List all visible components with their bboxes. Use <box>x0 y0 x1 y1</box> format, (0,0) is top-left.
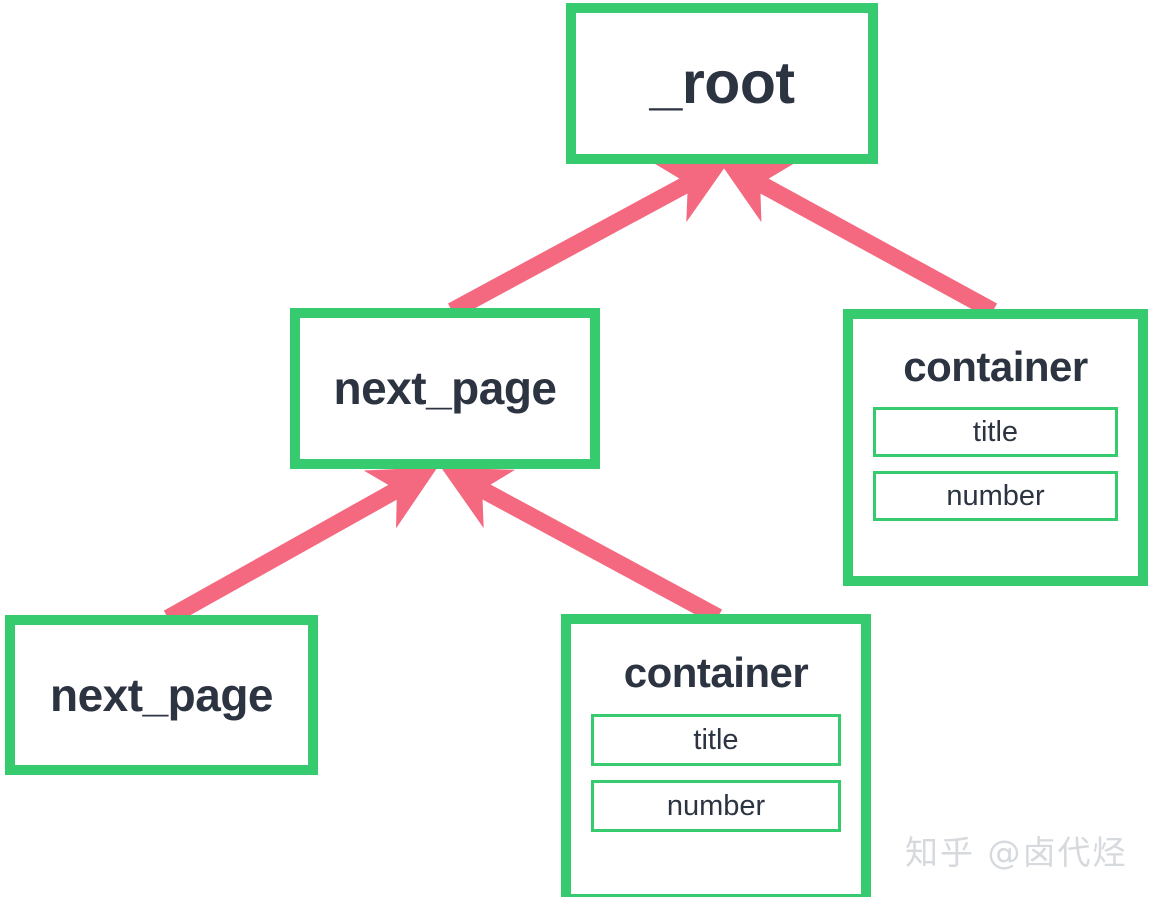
node-next-page-level2-label: next_page <box>333 362 557 415</box>
node-container-level3-label: container <box>623 649 809 696</box>
node-container-level3[interactable]: container title number <box>561 614 871 897</box>
field-title[interactable]: title <box>873 407 1118 458</box>
field-number[interactable]: number <box>873 471 1118 522</box>
node-next-page-level3[interactable]: next_page <box>5 615 318 775</box>
watermark: 知乎 @卤代烃 <box>905 833 1128 872</box>
node-next-page-level2[interactable]: next_page <box>290 308 600 469</box>
edge-next-page-2-to-next-page-1 <box>163 467 438 626</box>
node-container-level2-label: container <box>903 343 1088 390</box>
node-root-label: _root <box>649 49 796 116</box>
node-container-level2[interactable]: container title number <box>843 309 1148 586</box>
node-container-level2-fields: title number <box>853 407 1138 522</box>
edge-container-1-to-root <box>719 161 998 319</box>
edge-container-2-to-next-page-1 <box>441 467 723 625</box>
edge-next-page-1-to-root <box>447 161 729 319</box>
node-container-level3-fields: title number <box>571 714 861 833</box>
field-number[interactable]: number <box>591 780 841 833</box>
field-title[interactable]: title <box>591 714 841 767</box>
node-root[interactable]: _root <box>566 3 878 164</box>
node-next-page-level3-label: next_page <box>49 668 274 721</box>
